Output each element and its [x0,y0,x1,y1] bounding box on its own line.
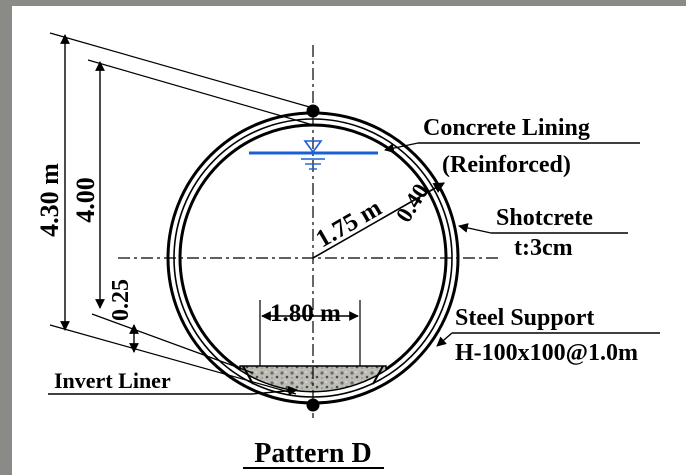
invert-point [306,398,320,412]
steel-support-arrow [436,332,453,347]
dim-430-label: 4.30 m [35,163,64,237]
shotcrete-arrow [458,223,492,234]
invert-liner-arrow [251,385,298,396]
pattern-caption: Pattern D [254,438,371,469]
radius-arrow [312,182,445,259]
concrete-lining-arrow [384,142,419,153]
shotcrete-thickness-label: t:3cm [514,235,573,261]
shotcrete-label: Shotcrete [496,205,593,231]
dim-025-label: 0.25 [108,279,134,321]
concrete-lining-label: Concrete Lining [423,115,590,141]
dim-400-extension-top [87,59,314,126]
steel-support-spec-label: H-100x100@1.0m [455,340,638,366]
paper-background [12,6,686,475]
dim-430-extension-bottom [49,324,297,395]
invert-liner-label: Invert Liner [54,368,171,393]
steel-support-label: Steel Support [455,305,594,331]
dim-180-label: 1.80 m [270,300,341,327]
dim-400-label: 4.00 [71,177,100,223]
dim-430-extension-top [49,32,314,109]
reinforced-label: (Reinforced) [442,152,571,178]
dim-025-extension [91,313,254,374]
water-level-symbol [303,140,323,154]
crown-point [306,104,320,118]
invert-right-edge [372,365,384,385]
